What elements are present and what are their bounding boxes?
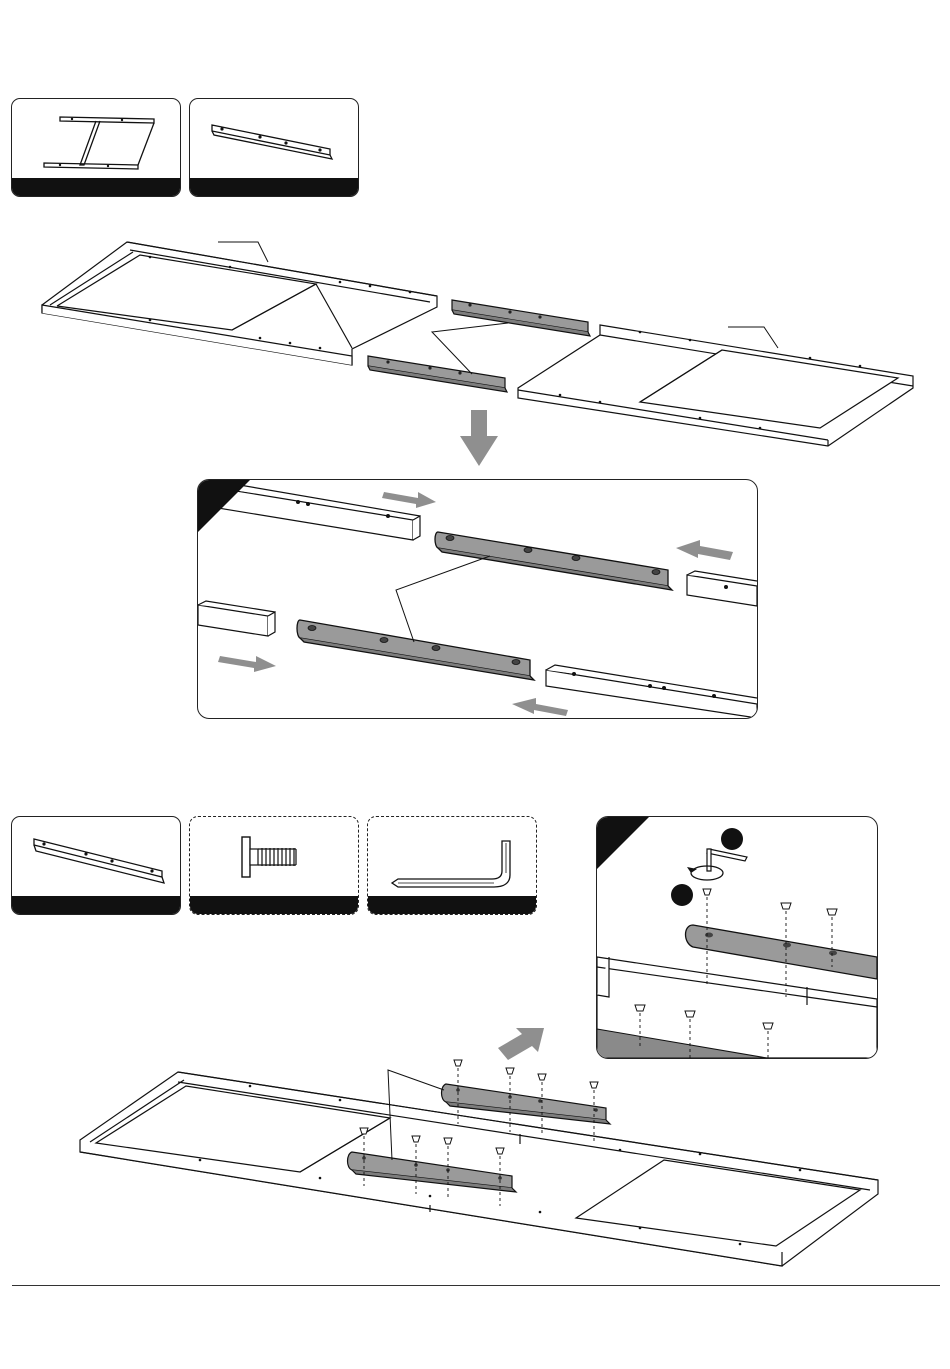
page-bottom-rule [12,1285,940,1286]
diagonal-arrow-icon [498,1028,544,1060]
